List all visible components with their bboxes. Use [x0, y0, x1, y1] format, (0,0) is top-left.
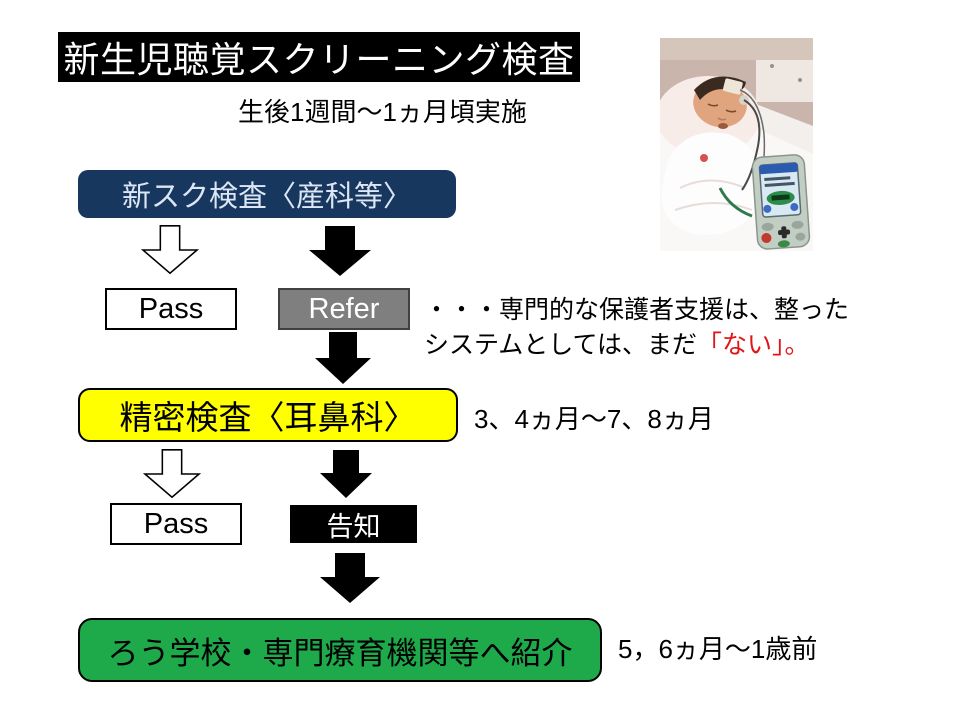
down-arrow-solid-icon [320, 553, 380, 603]
detailed-exam-timing: 3、4ヵ月～7、8ヵ月 [474, 404, 714, 434]
refer-box: Refer [278, 288, 410, 330]
pass-box-2: Pass [110, 503, 242, 545]
support-note-line1: ・・・専門的な保護者支援は、整った [424, 296, 850, 324]
slide-title: 新生児聴覚スクリーニング検査 [58, 32, 580, 82]
notification-box: 告知 [290, 505, 417, 543]
flow-box-detailed-exam-label: 精密検査〈耳鼻科〉 [119, 399, 417, 436]
down-arrow-solid-icon [320, 450, 372, 498]
pass-label-2: Pass [143, 507, 209, 540]
baby-hearing-screening-photo [656, 38, 813, 252]
down-arrow-solid-icon [309, 226, 371, 276]
flow-box-referral-label: ろう学校・専門療育機関等へ紹介 [107, 635, 573, 671]
support-note: ・・・専門的な保護者支援は、整った システムとしては、まだ「ない」。 [424, 293, 869, 363]
down-arrow-outline-icon [140, 224, 200, 276]
pass-box-1: Pass [105, 288, 237, 330]
flow-box-newborn-screening: 新スク検査〈産科等〉 [78, 170, 456, 218]
down-arrow-outline-icon [142, 448, 202, 500]
support-note-emphasis: 「ない」。 [697, 331, 810, 359]
flow-box-referral: ろう学校・専門療育機関等へ紹介 [78, 618, 602, 682]
pass-label-1: Pass [138, 292, 204, 325]
flow-box-detailed-exam: 精密検査〈耳鼻科〉 [78, 388, 458, 442]
refer-label: Refer [308, 292, 380, 325]
baby-photo-illustration [656, 38, 813, 252]
slide-title-text: 新生児聴覚スクリーニング検査 [63, 39, 575, 80]
notification-label: 告知 [326, 511, 381, 542]
down-arrow-solid-icon [315, 332, 371, 384]
slide-subtitle: 生後1週間～1ヵ月頃実施 [238, 97, 527, 127]
support-note-line2: システムとしては、まだ「ない」。 [424, 331, 810, 359]
flow-box-newborn-screening-label: 新スク検査〈産科等〉 [121, 181, 412, 213]
referral-timing: 5，6ヵ月～1歳前 [618, 634, 818, 664]
